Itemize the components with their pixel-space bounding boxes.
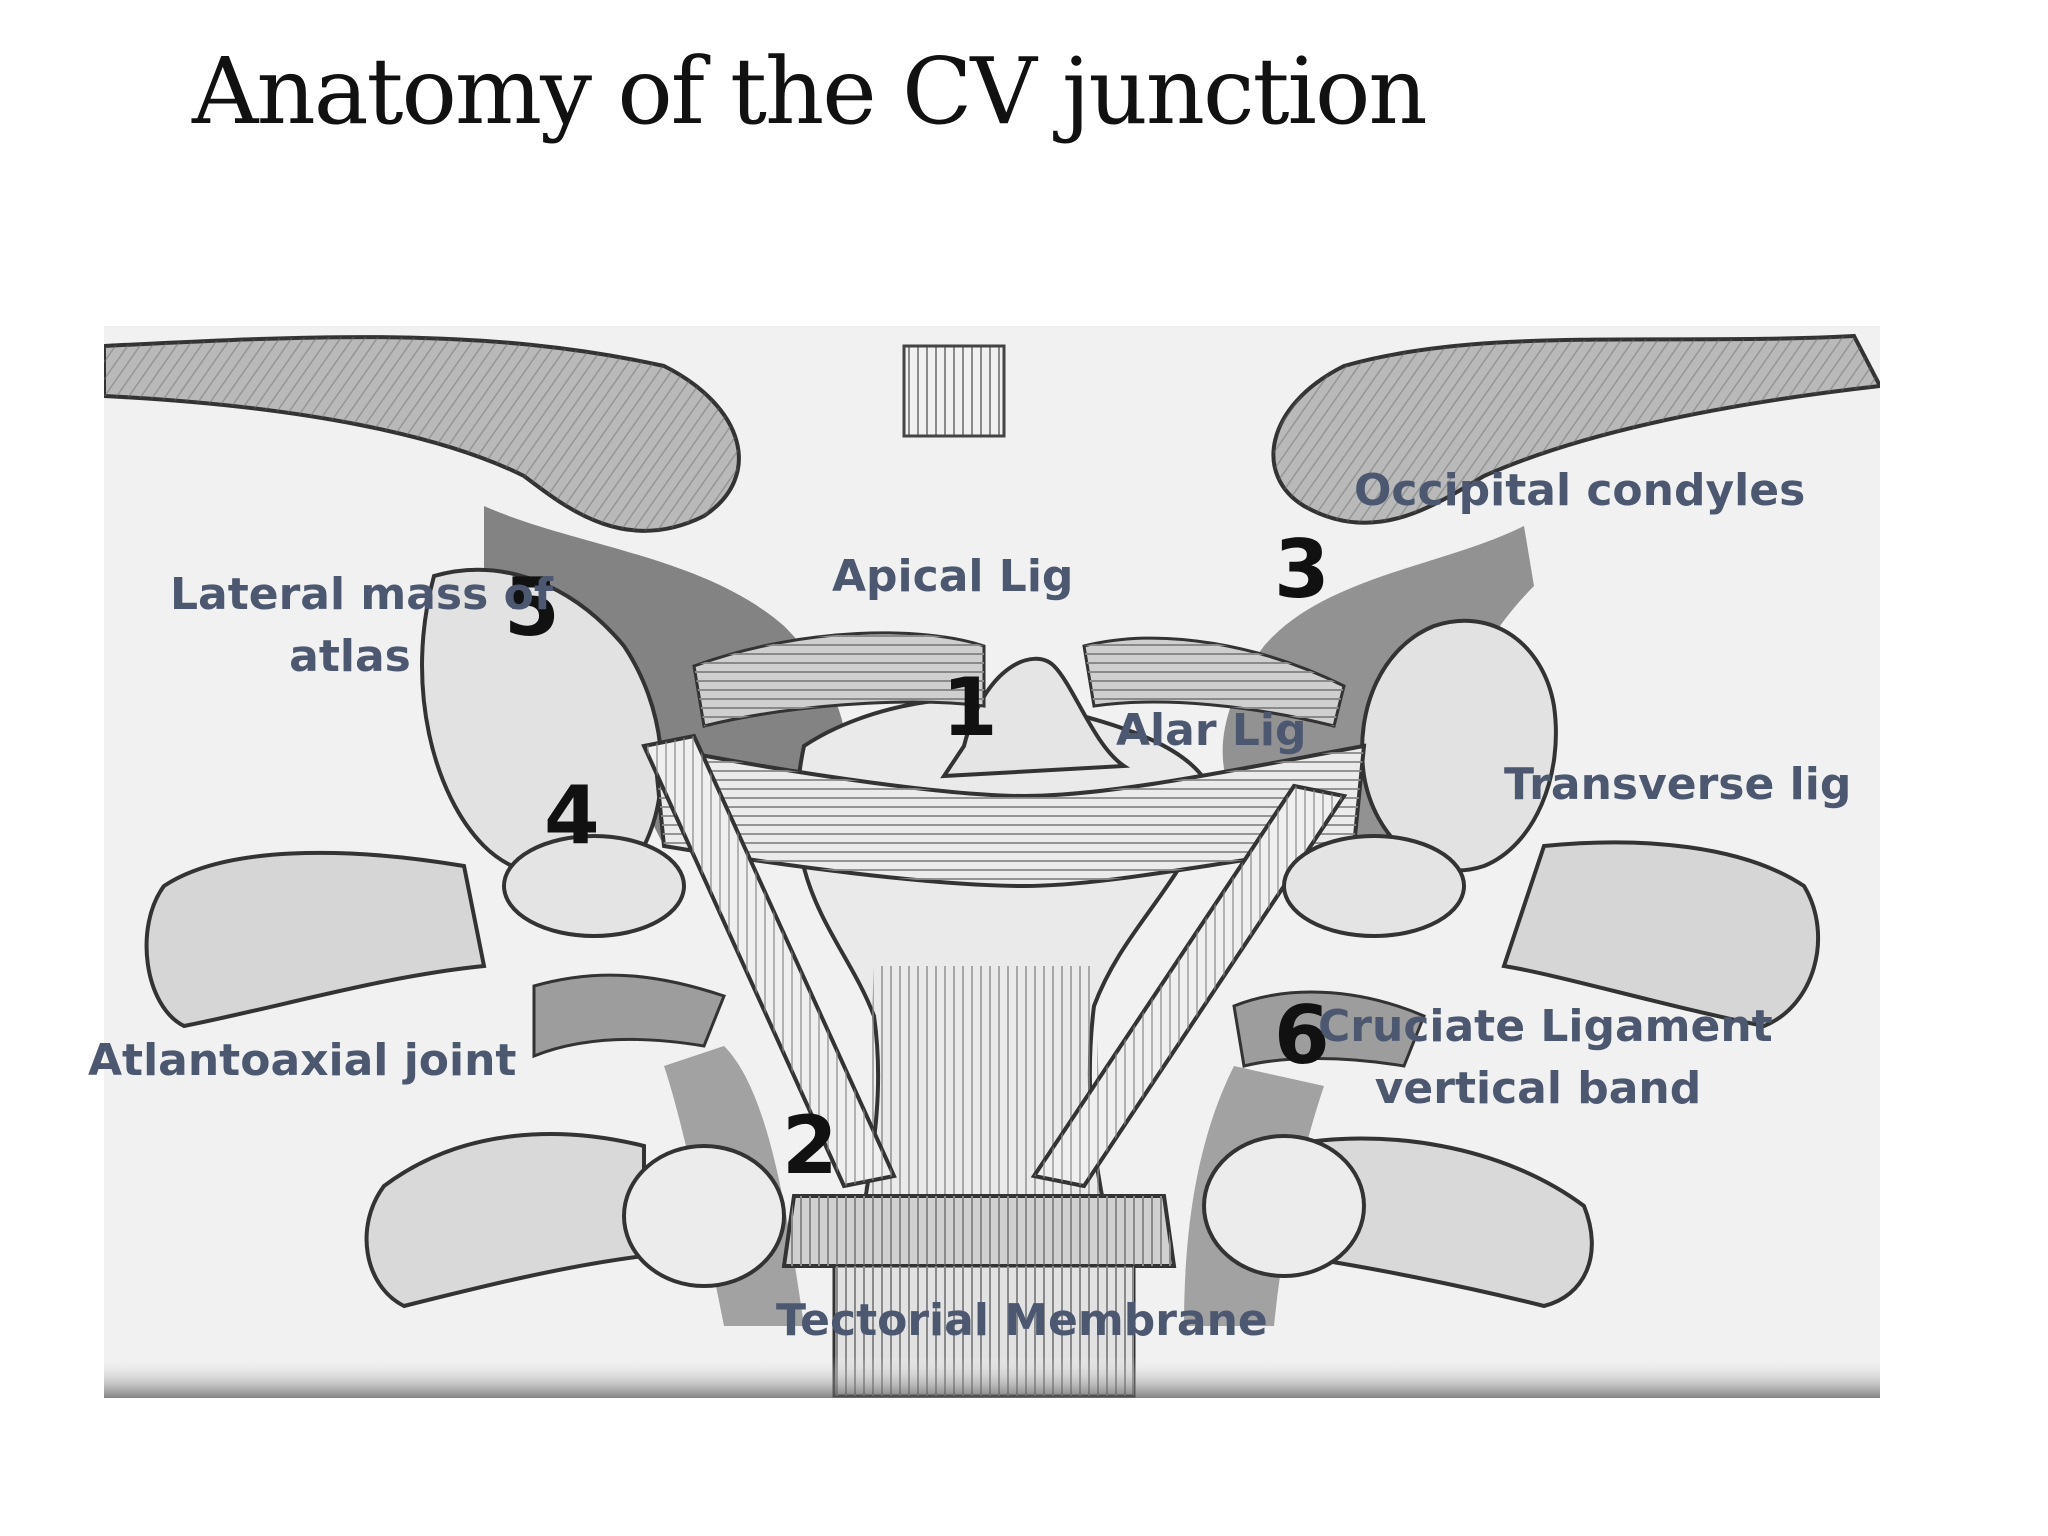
label-alar-lig: Alar Lig xyxy=(1116,705,1307,756)
label-cruciate-ligament: Cruciate Ligament vertical band xyxy=(1318,996,1773,1120)
marker-2: 2 xyxy=(782,1099,838,1192)
label-lateral-mass-line-2: atlas xyxy=(289,631,411,682)
marker-5: 5 xyxy=(504,561,560,654)
marker-1: 1 xyxy=(942,661,998,754)
marker-3: 3 xyxy=(1274,523,1330,616)
label-occipital-condyles: Occipital condyles xyxy=(1354,465,1806,516)
marker-4: 4 xyxy=(544,769,600,862)
label-tectorial-membrane: Tectorial Membrane xyxy=(776,1295,1268,1346)
cv-junction-illustration: 1 2 3 4 5 6 xyxy=(104,326,1880,1398)
label-lateral-mass-of-atlas: Lateral mass of atlas xyxy=(170,564,554,688)
label-cruciate-line-2: vertical band xyxy=(1374,1063,1702,1114)
marker-6: 6 xyxy=(1274,989,1330,1082)
anatomy-drawing xyxy=(104,326,1880,1398)
label-apical-lig: Apical Lig xyxy=(832,551,1074,602)
label-cruciate-line-1: Cruciate Ligament xyxy=(1318,1001,1773,1052)
label-lateral-mass-line-1: Lateral mass of xyxy=(170,569,554,620)
label-transverse-lig: Transverse lig xyxy=(1504,759,1852,810)
label-atlantoaxial-joint: Atlantoaxial joint xyxy=(88,1035,517,1086)
slide-title: Anatomy of the CV junction xyxy=(192,38,1428,145)
